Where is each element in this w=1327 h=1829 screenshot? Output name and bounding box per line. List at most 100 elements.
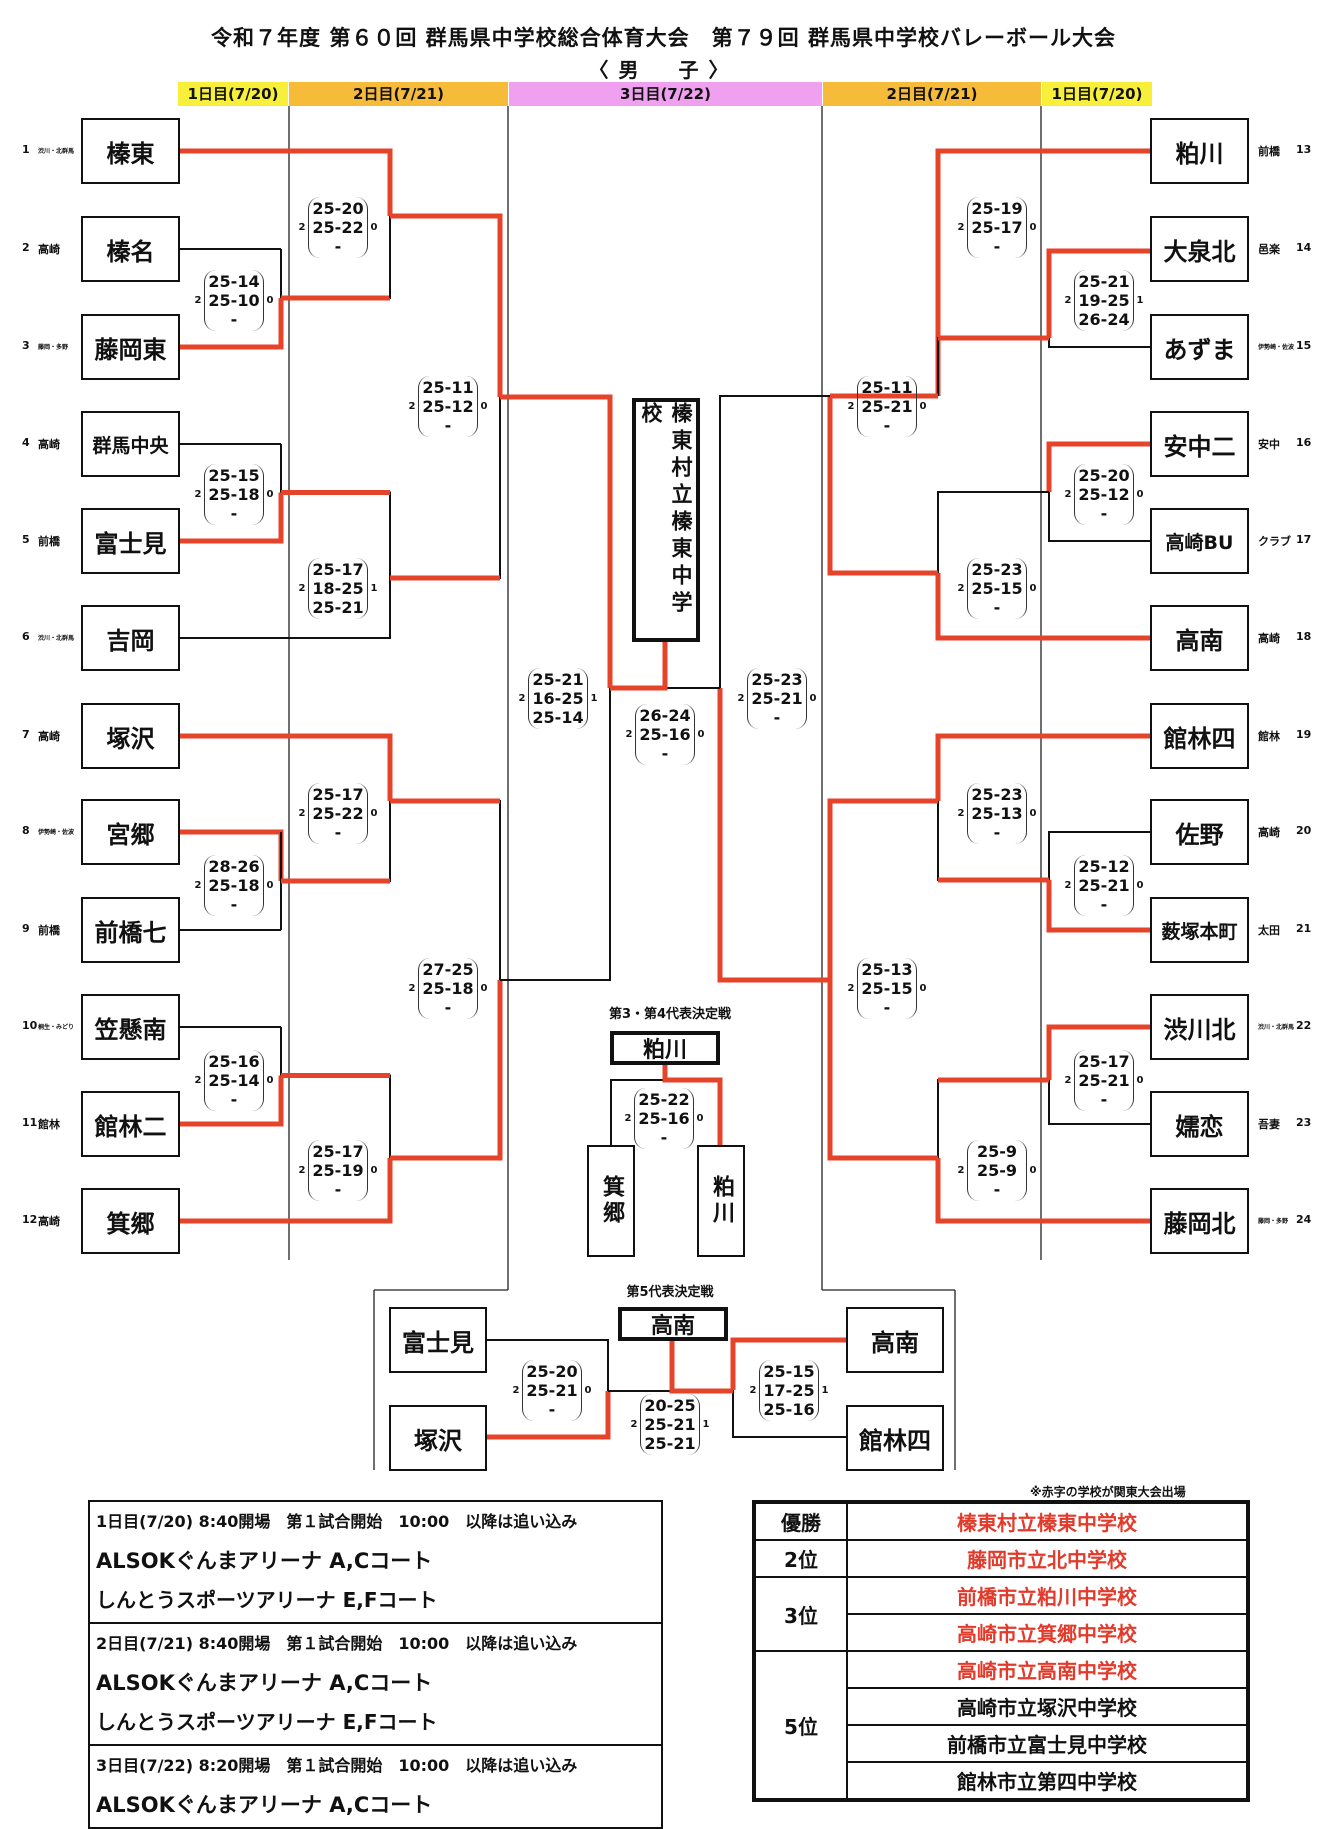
- team-box: 高南: [1150, 605, 1249, 671]
- bracket-path: [719, 395, 830, 688]
- seed-number: 22: [1296, 1019, 1312, 1032]
- set-score: 26-24: [1078, 310, 1130, 329]
- schedule-day3: 3日目(7/22) 8:20開場 第１試合開始 10:00 以降は追い込み AL…: [90, 1746, 661, 1827]
- sets-won-left: 2: [847, 983, 855, 994]
- team-box: 群馬中央: [81, 411, 180, 477]
- results-row: 優勝 榛東村立榛東中学校: [753, 1501, 1249, 1541]
- fifth-place-team-tatebayashi4: 館林四: [846, 1405, 944, 1471]
- sets-won-right: 0: [919, 401, 927, 412]
- set-score: 25-11: [861, 378, 913, 397]
- bracket-path: [937, 337, 1049, 396]
- set-score: 25-12: [1078, 485, 1130, 504]
- set-score: 25-19: [971, 199, 1023, 218]
- results-row: 館林市立第四中学校: [754, 1761, 1249, 1801]
- sets-won-left: 2: [957, 222, 965, 233]
- sets-won-right: 1: [702, 1419, 710, 1430]
- bracket-path: [390, 800, 501, 980]
- region-label: 高崎: [38, 438, 60, 451]
- region-label: 伊勢崎・佐波: [38, 829, 75, 836]
- winner-path: [827, 798, 938, 980]
- region-label: 邑楽: [1258, 243, 1280, 256]
- results-row: 高崎市立箕郷中学校: [754, 1613, 1249, 1652]
- sets-won-left: 2: [957, 583, 965, 594]
- set-score: 25-12: [1078, 857, 1130, 876]
- team-box: 榛名: [81, 216, 180, 282]
- set-score: 25-21: [1078, 272, 1130, 291]
- region-label: 太田: [1258, 924, 1280, 937]
- third-place-caption: 第3・第4代表決定戦: [608, 1007, 732, 1022]
- set-score: 25-9: [976, 1161, 1018, 1180]
- set-score: 25-16: [638, 1109, 690, 1128]
- set-score: 25-21: [1078, 1071, 1130, 1090]
- set-score: 25-21: [526, 1381, 578, 1400]
- set-score: -: [661, 744, 669, 763]
- region-label: 伊勢崎・佐波: [1258, 344, 1295, 351]
- school-name: 高崎市立箕郷中学校: [846, 1613, 1249, 1652]
- winner-path: [669, 1341, 733, 1394]
- region-label: 前橋: [38, 535, 60, 548]
- day-header-right-day1: 1日目(7/20): [1042, 82, 1152, 106]
- schedule-day2-venue-2: しんとうスポーツアリーナ E,Fコート: [96, 1710, 438, 1734]
- sets-won-left: 2: [298, 808, 306, 819]
- schedule-day1-venue-2: しんとうスポーツアリーナ E,Fコート: [96, 1588, 438, 1612]
- results-row: 前橋市立富士見中学校: [754, 1724, 1249, 1763]
- fifth-place-caption: 第5代表決定戦: [626, 1285, 714, 1300]
- day-header-day3: 3日目(7/22): [509, 82, 822, 106]
- fifth-place-team-konan: 高南: [846, 1307, 944, 1373]
- seed-number: 12: [22, 1213, 38, 1226]
- page-title: 令和７年度 第６０回 群馬県中学校総合体育大会 第７９回 群馬県中学校バレーボー…: [211, 26, 1116, 50]
- set-score: -: [773, 708, 781, 727]
- school-name: 高崎市立高南中学校: [846, 1650, 1249, 1689]
- division-label: 〈男 子〉: [588, 58, 739, 82]
- seed-number: 9: [22, 922, 30, 935]
- fifth-place-winner-box: 高南: [618, 1307, 728, 1341]
- set-score: 25-15: [861, 979, 913, 998]
- sets-won-right: 0: [266, 1075, 274, 1086]
- set-score: 25-14: [208, 272, 260, 291]
- set-score: 27-25: [422, 960, 474, 979]
- sets-won-right: 0: [1136, 1075, 1144, 1086]
- set-score: 25-23: [971, 560, 1023, 579]
- sets-won-left: 2: [1064, 295, 1072, 306]
- team-box: 塚沢: [81, 703, 180, 769]
- seed-number: 15: [1296, 339, 1312, 352]
- region-label: 藤岡・多野: [1258, 1218, 1289, 1225]
- schedule-day3-header: 3日目(7/22) 8:20開場 第１試合開始 10:00 以降は追い込み: [96, 1756, 578, 1775]
- team-box: 渋川北: [1150, 994, 1249, 1060]
- results-row: 5位 高崎市立高南中学校: [753, 1650, 1249, 1801]
- set-score: 25-20: [312, 199, 364, 218]
- team-box: 宮郷: [81, 799, 180, 865]
- set-score: 25-21: [644, 1434, 696, 1453]
- winner-path: [390, 213, 503, 397]
- school-name: 前橋市立粕川中学校: [846, 1576, 1249, 1615]
- set-score: 25-23: [751, 670, 803, 689]
- set-score: 25-11: [422, 378, 474, 397]
- sets-won-left: 2: [1064, 1075, 1072, 1086]
- team-box: 榛東: [81, 118, 180, 184]
- region-label: 吾妻: [1258, 1118, 1280, 1131]
- set-score: 25-13: [861, 960, 913, 979]
- sets-won-right: 0: [1029, 1165, 1037, 1176]
- seed-number: 13: [1296, 143, 1312, 156]
- seed-number: 2: [22, 241, 30, 254]
- region-label: 館林: [1258, 730, 1280, 743]
- set-score: 17-25: [763, 1381, 815, 1400]
